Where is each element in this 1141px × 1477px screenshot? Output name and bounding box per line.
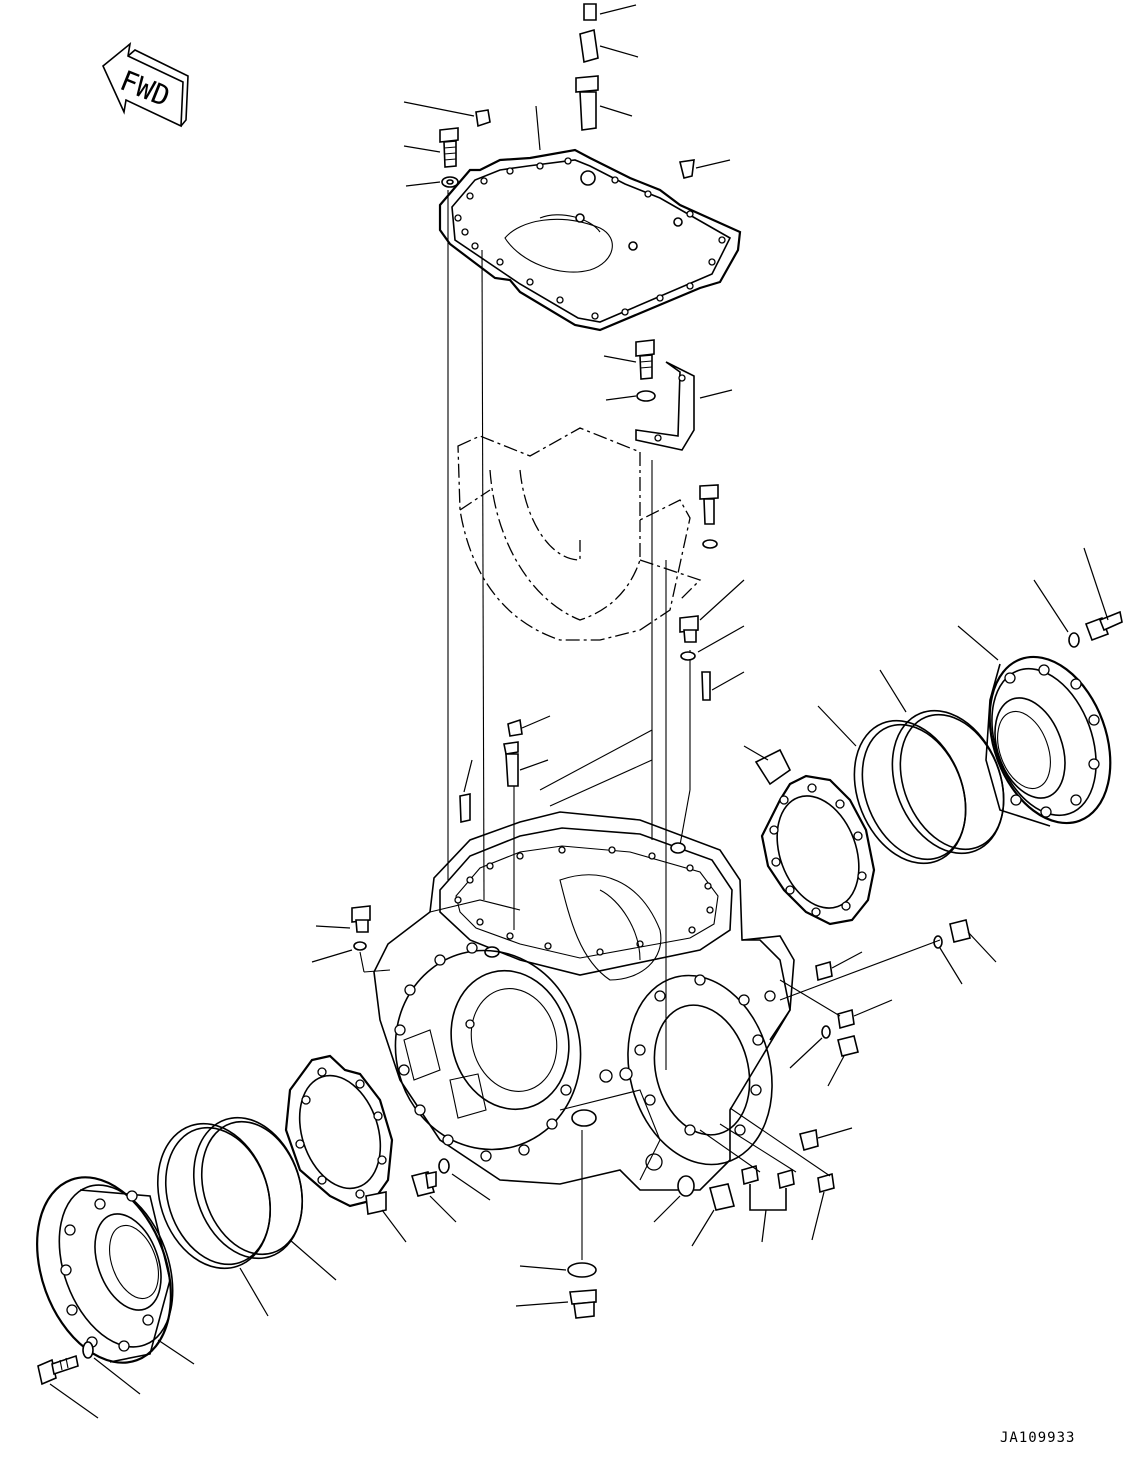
right-shim-plate: [743, 745, 876, 926]
housing-leaders: [539, 729, 653, 807]
drawing-number: JA109933: [1000, 1430, 1076, 1446]
fwd-direction-arrow: FWD: [102, 42, 189, 128]
right-bearing-cover: [957, 625, 1112, 827]
right-housing-plugs: [653, 919, 997, 1247]
drain-plug: [515, 1262, 597, 1319]
left-cover-bolts: [37, 1341, 141, 1419]
internal-baffle: [457, 427, 719, 641]
cover-plugs: [403, 101, 731, 179]
center-fittings: [459, 715, 551, 823]
alignment-lines: [447, 190, 691, 1260]
right-o-rings: [817, 669, 1005, 865]
axle-housing: [373, 811, 795, 1191]
side-bolt-upper: [679, 579, 745, 701]
left-bore-holes: [394, 942, 572, 1162]
right-bore-holes: [634, 974, 764, 1136]
right-cover-bolts: [1033, 547, 1123, 648]
bracket-assembly: [603, 339, 733, 451]
top-cover-plate: [438, 148, 742, 332]
cover-bolts: [403, 127, 459, 188]
left-o-rings: [156, 1116, 337, 1317]
left-bearing-cover: [36, 1176, 195, 1365]
breather-assembly: [575, 3, 639, 131]
cover-bolt-holes: [454, 157, 726, 320]
left-shim-plate: [284, 1054, 407, 1243]
left-housing-plugs: [311, 905, 491, 1223]
